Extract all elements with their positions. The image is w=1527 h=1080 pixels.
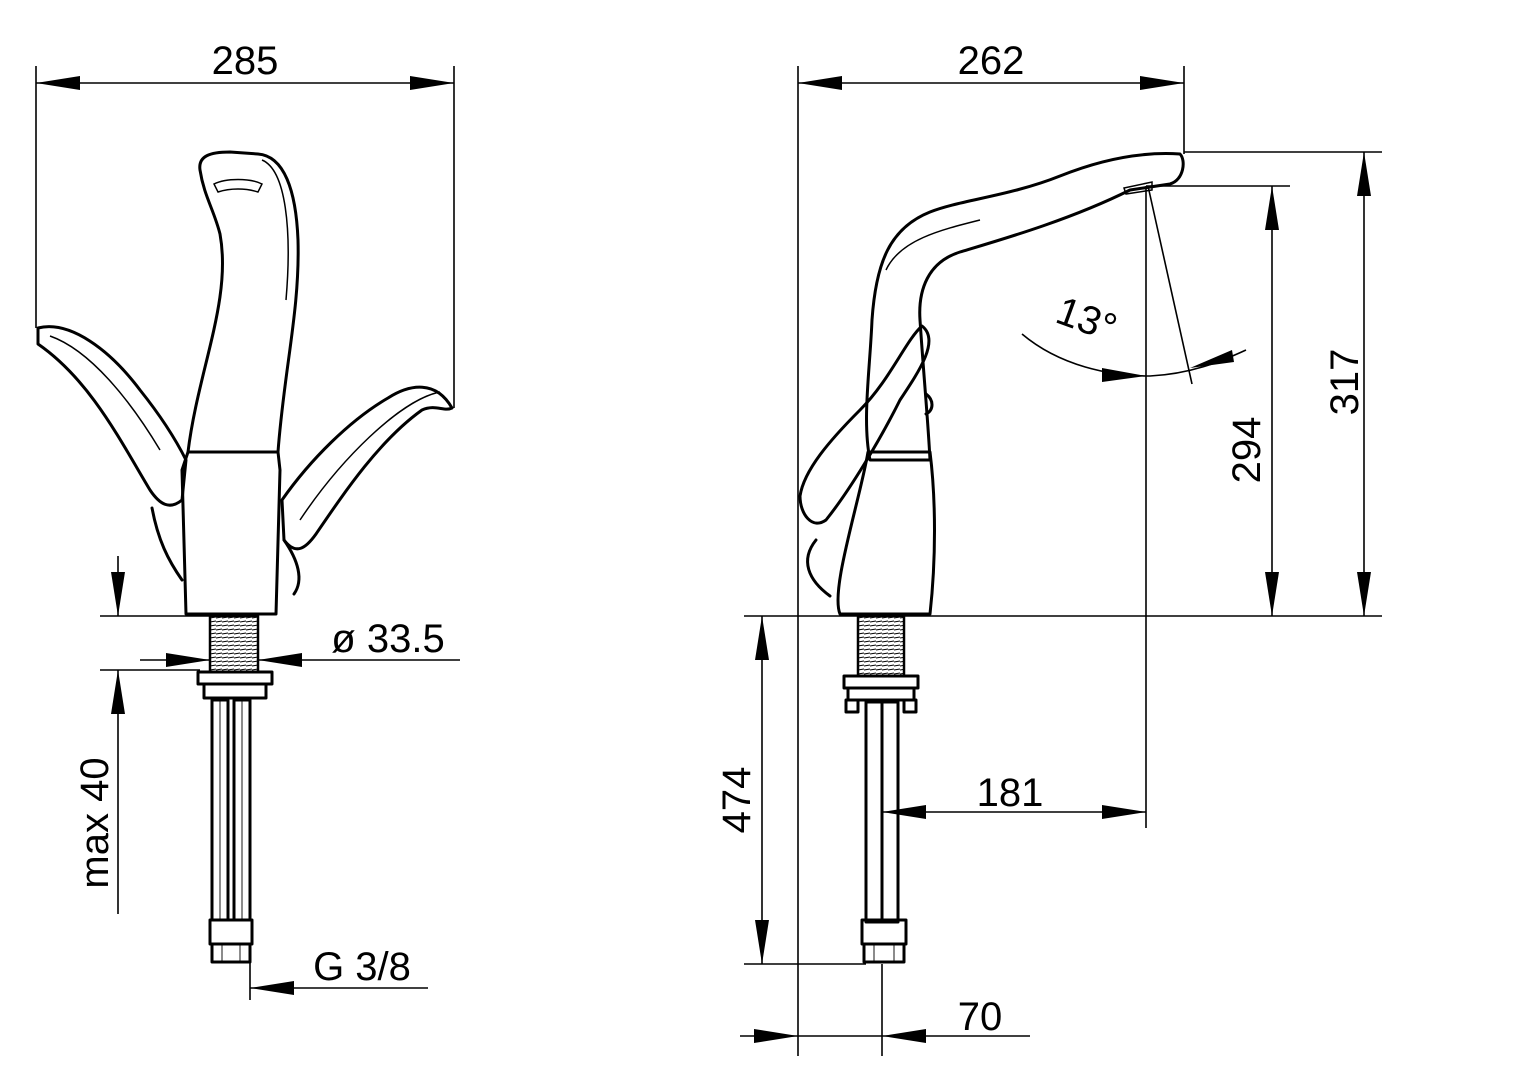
dim-mounting-thickness: max 40 (73, 757, 117, 888)
front-view (36, 150, 454, 964)
front-body (180, 450, 282, 616)
dim-total-height: 317 (1323, 349, 1367, 416)
front-thread-shank (208, 614, 260, 674)
side-dimensions (740, 66, 1382, 1056)
front-dimensions (35, 66, 460, 1000)
front-spout (186, 150, 300, 454)
dim-connection-thread: G 3/8 (313, 945, 411, 989)
dim-front-width: 285 (212, 39, 279, 83)
side-view (798, 152, 1185, 964)
front-connectors (208, 918, 254, 964)
side-connectors (860, 918, 908, 964)
side-spout (865, 152, 1185, 462)
dim-spout-reach: 181 (977, 771, 1044, 815)
dim-hose-offset: 70 (958, 995, 1003, 1039)
front-left-lever (36, 325, 188, 507)
side-body (836, 450, 936, 616)
dimension-labels: 285 262 ø 33.5 max 40 G 3/8 13° 294 317 … (73, 39, 1367, 1039)
front-right-lever (280, 385, 454, 551)
side-thread-shank (856, 614, 906, 678)
dim-spout-outlet-height: 294 (1225, 417, 1269, 484)
dim-thread-diameter: ø 33.5 (331, 617, 444, 661)
dim-hose-length: 474 (715, 767, 759, 834)
dim-spout-angle: 13° (1050, 289, 1122, 351)
side-lever (798, 324, 931, 525)
front-hoses (210, 698, 252, 922)
dim-side-width: 262 (958, 39, 1025, 83)
